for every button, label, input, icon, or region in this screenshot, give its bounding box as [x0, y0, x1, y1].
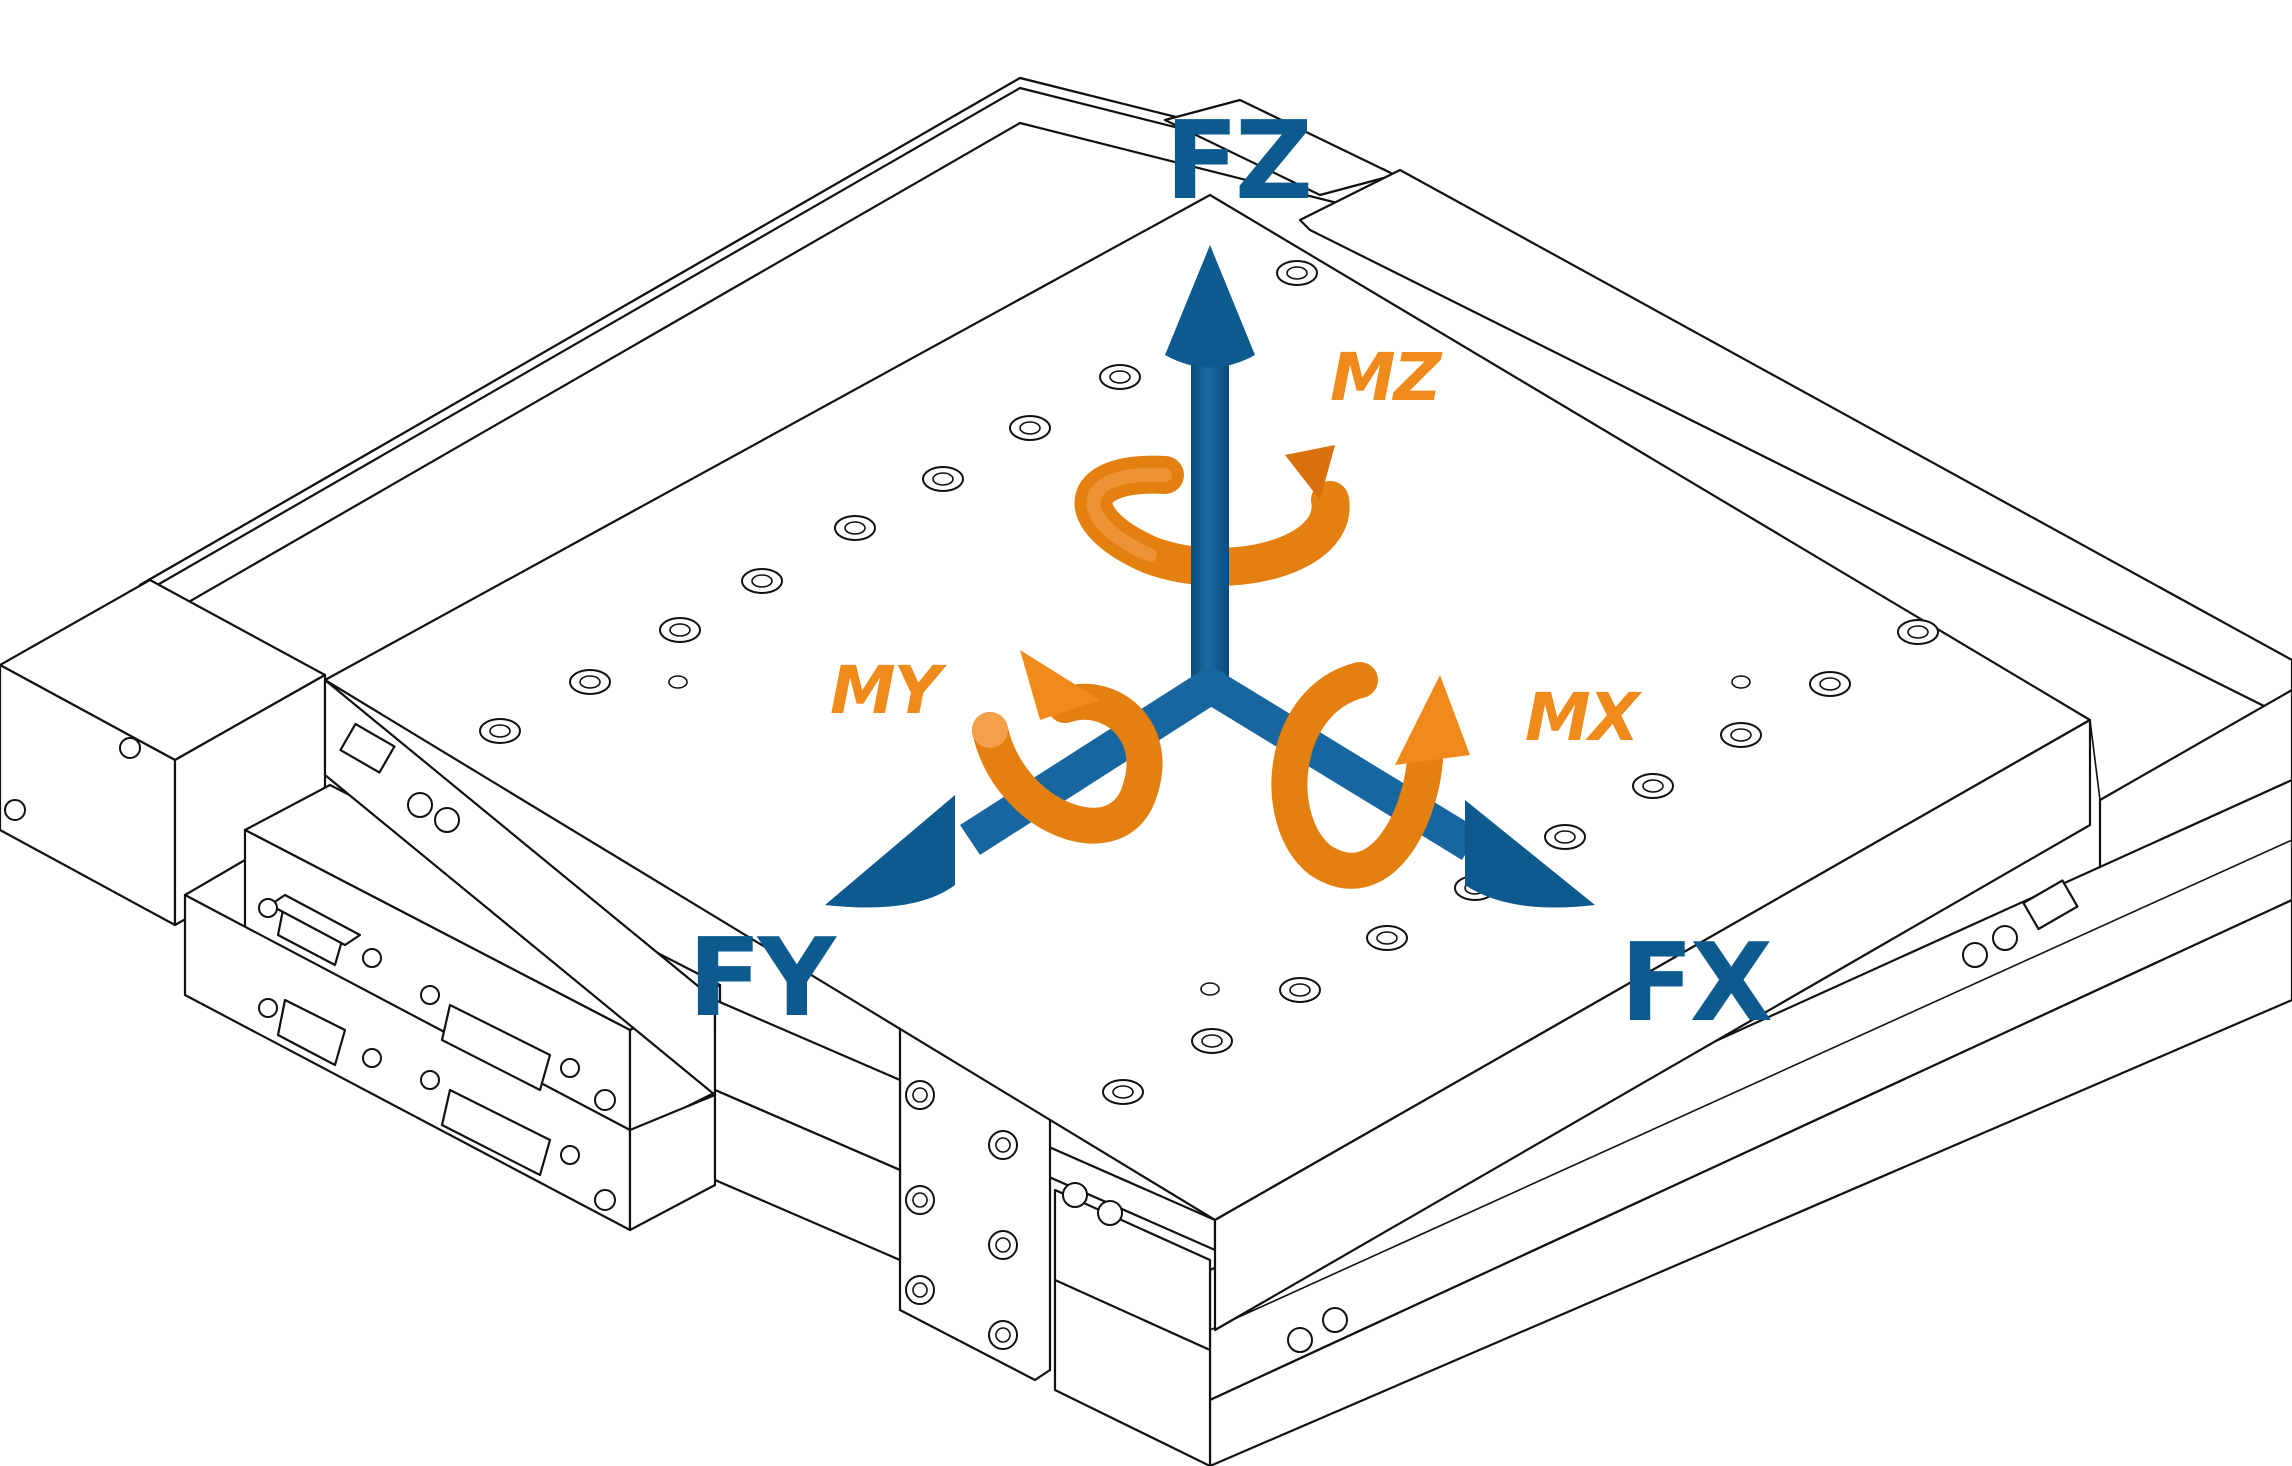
- my-label: MY: [830, 652, 948, 729]
- dsub-connector-4: [420, 1070, 580, 1177]
- mounting-holes: [479, 260, 1939, 1105]
- mx-label: MX: [1525, 679, 1643, 756]
- mz-arrow: [1074, 440, 1350, 590]
- dsub-connector-2: [420, 985, 580, 1092]
- mz-label: MZ: [1330, 339, 1443, 416]
- fy-label: FY: [688, 916, 838, 1041]
- my-arrow: [972, 650, 1163, 844]
- fx-label: FX: [1620, 921, 1772, 1046]
- axis-system: FZ FX FY MZ MX MY: [688, 99, 1776, 1046]
- dsub-connector-1: [258, 893, 382, 968]
- side-screws: [339, 722, 2079, 1353]
- dsub-connector-3: [258, 998, 382, 1068]
- mx-arrow: [1271, 662, 1470, 889]
- fz-label: FZ: [1165, 99, 1309, 224]
- sensor-housing: [0, 76, 2292, 1466]
